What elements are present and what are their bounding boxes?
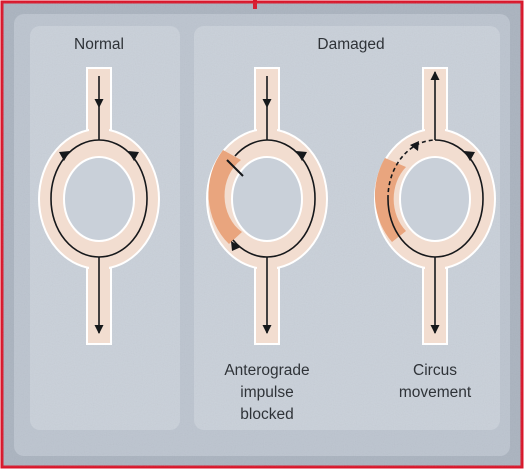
caption-line: impulse: [240, 384, 293, 401]
caption-line: Anterograde: [224, 362, 309, 379]
caption-line: Circus: [413, 362, 457, 379]
caption-line: movement: [399, 384, 472, 401]
normal-title: Normal: [74, 36, 124, 53]
ring-hole: [64, 157, 134, 241]
damaged-title: Damaged: [317, 36, 384, 53]
caption-line: blocked: [240, 406, 293, 423]
ring-hole: [400, 157, 470, 241]
ring-hole: [232, 157, 302, 241]
